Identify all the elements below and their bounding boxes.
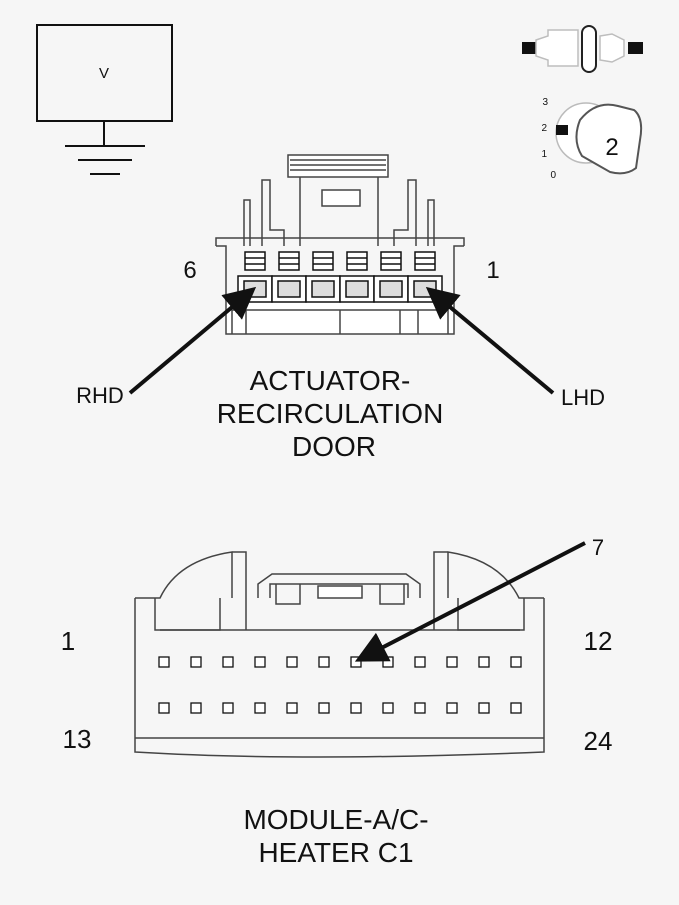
ignition-selected-position: 2 [605,134,618,161]
rhd-callout: RHD [76,383,124,408]
module-cavity [318,656,330,668]
module-cavity [318,702,330,714]
actuator-cavity [237,251,273,303]
module-cavity [414,656,426,668]
module-pin-label-1: 1 [61,626,75,656]
module-title-line2: HEATER C1 [258,837,413,868]
voltmeter-symbol: V [36,24,173,175]
module-cavity [478,656,490,668]
module-pin-row-top [158,656,522,668]
module-cavity [286,702,298,714]
lhd-arrow [425,286,555,395]
actuator-cavity [305,251,341,303]
module-pin-label-24: 24 [584,726,613,756]
ignition-position-0: 0 [550,170,556,181]
module-cavity [350,702,362,714]
pin-7-callout: 7 [592,535,604,560]
voltmeter-label: V [99,65,109,82]
actuator-title-line1: ACTUATOR- [250,365,411,396]
module-cavity [286,656,298,668]
actuator-pin-cavities [237,251,443,303]
actuator-title-line3: DOOR [292,431,376,462]
connector-side-view-icon [522,25,643,73]
module-cavity [414,702,426,714]
module-connector [134,551,545,758]
ignition-position-1: 1 [541,149,547,160]
module-cavity [190,656,202,668]
actuator-cavity [339,251,375,303]
module-cavity [222,656,234,668]
module-cavity [382,702,394,714]
pin-7-arrow [354,541,586,662]
module-cavity [510,702,522,714]
module-cavity [222,702,234,714]
ground-icon [65,121,145,175]
actuator-pin-label-left: 6 [183,257,196,284]
actuator-pin-label-right: 1 [486,257,499,284]
ignition-indicator [556,125,568,135]
module-cavity [478,702,490,714]
actuator-connector [215,154,465,335]
module-cavity [254,656,266,668]
ignition-position-2: 2 [541,123,547,134]
actuator-title-line2: RECIRCULATION [217,398,444,429]
module-cavity [446,656,458,668]
module-title-line1: MODULE-A/C- [243,804,428,835]
lhd-callout: LHD [561,385,605,410]
module-cavity [350,656,362,668]
module-pin-label-12: 12 [584,626,613,656]
module-cavity [254,702,266,714]
rhd-arrow [128,286,257,395]
module-pin-row-bottom [158,702,522,714]
actuator-cavity [271,251,307,303]
module-cavity [382,656,394,668]
ignition-switch-icon: 3 2 1 0 2 [541,97,643,181]
module-cavity [510,656,522,668]
module-cavity [190,702,202,714]
module-pin-label-13: 13 [63,724,92,754]
ignition-position-3: 3 [542,97,548,108]
module-cavity [158,702,170,714]
module-cavity [158,656,170,668]
key-icon [575,103,643,175]
actuator-cavity [373,251,409,303]
module-cavity [446,702,458,714]
